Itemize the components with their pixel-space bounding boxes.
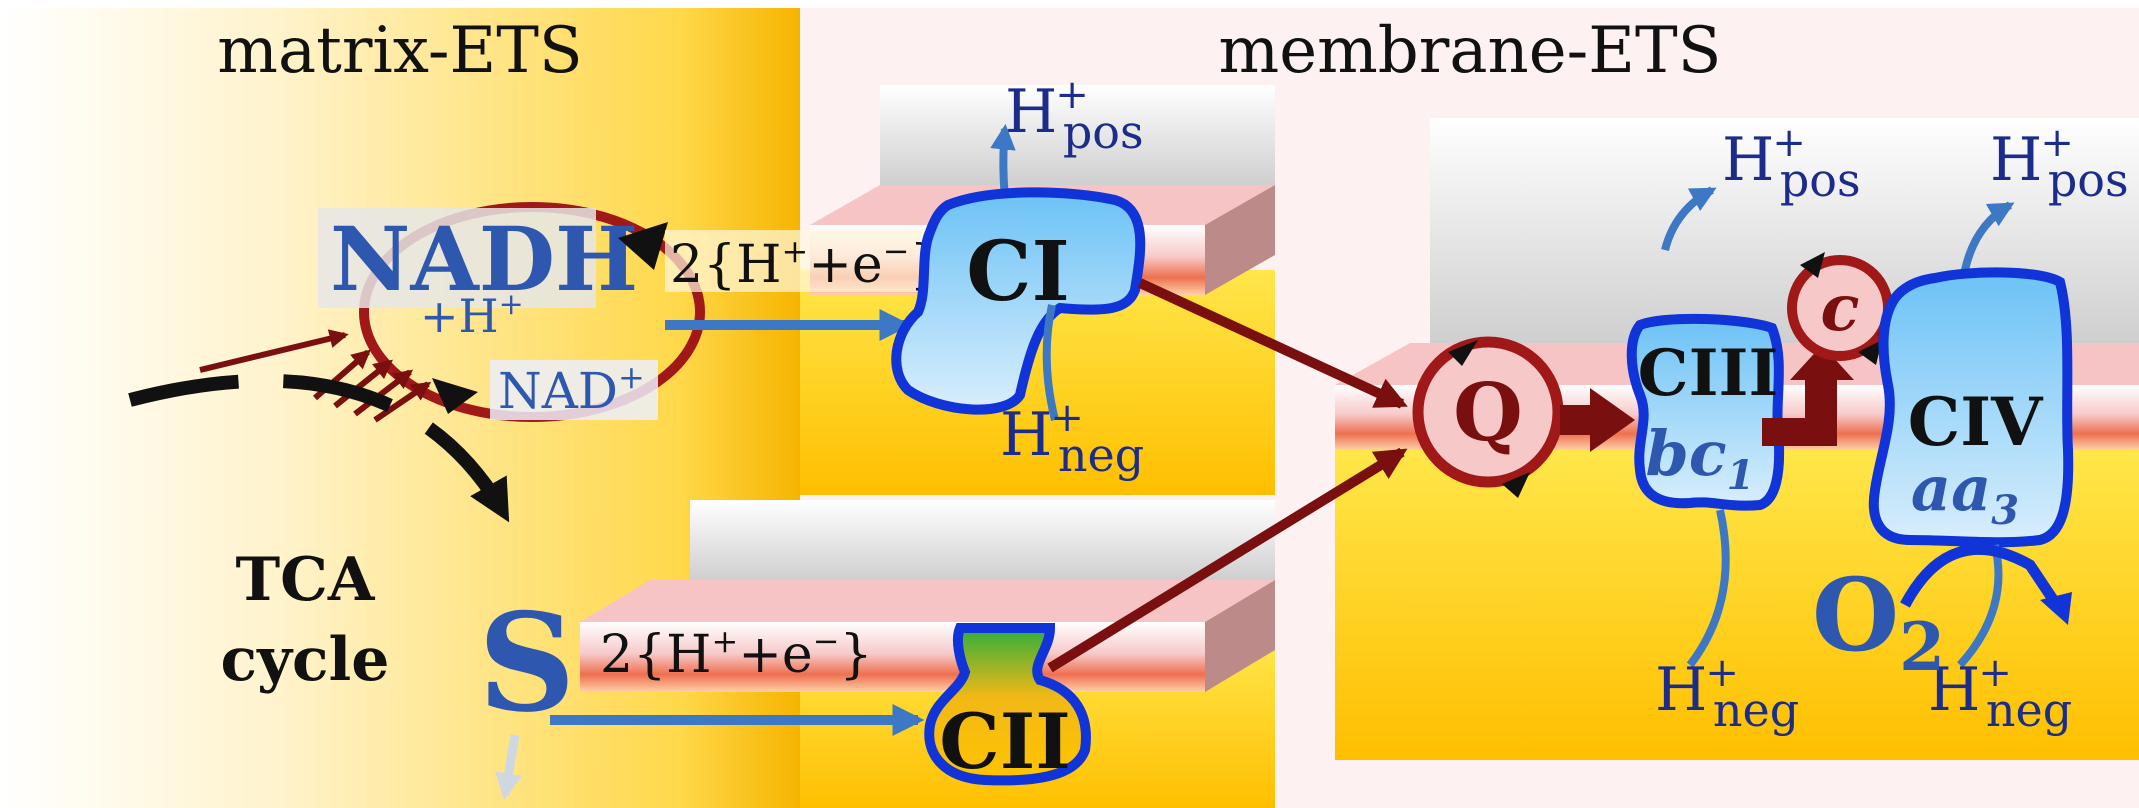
- ci-proton-in-arrow: [1042, 304, 1059, 421]
- cytochrome-c: c: [1787, 252, 1893, 365]
- aa3-label: aa3: [1911, 452, 2019, 534]
- ci-label: CI: [966, 224, 1070, 320]
- ciii-to-c-arrow: [1762, 345, 1854, 446]
- tca-label-line1: TCA: [236, 545, 376, 615]
- ciii-proton-out-arrow: [1661, 186, 1717, 252]
- complex-iii: CIII bc1: [1626, 186, 1785, 668]
- o2-reduction-arrow: [1900, 543, 2065, 614]
- feed-arrow: [373, 381, 432, 423]
- succinate-down-arrow: [495, 734, 522, 801]
- q-circle: [1412, 336, 1564, 488]
- civ-h-neg-label: H+neg: [1928, 650, 2072, 737]
- ciii-proton-in-arrow: [1686, 509, 1730, 668]
- q-label: Q: [1453, 365, 1523, 459]
- plus-h-label: +H: [420, 289, 499, 343]
- electron-pair-label-ci: 2{H++e−}: [670, 232, 943, 295]
- ciii-h-pos-label: H+pos: [1722, 120, 1861, 207]
- bc1-label: bc1: [1646, 417, 1755, 499]
- complex-i: CI: [891, 123, 1146, 421]
- o2-label: O2: [1812, 556, 1945, 686]
- ciii-shape: [1626, 313, 1785, 511]
- civ-shape: [1868, 267, 2074, 548]
- nad-cycle-arrowhead: [432, 378, 478, 414]
- feed-arrow: [199, 329, 349, 373]
- complex-iv: CIV aa3: [1868, 201, 2074, 668]
- nad-label: NAD: [498, 362, 618, 420]
- ci-to-q-arrow: [1137, 278, 1408, 409]
- cii-to-q-arrow: [1047, 447, 1408, 673]
- feed-arrow: [353, 369, 414, 417]
- ciii-h-neg-label: H+neg: [1655, 650, 1799, 737]
- c-label: c: [1821, 271, 1860, 346]
- ubiquinone-q: Q: [1412, 336, 1564, 498]
- ci-shape: [891, 187, 1146, 415]
- tca-cycle-arc: [128, 373, 512, 523]
- civ-proton-out-arrow: [1961, 201, 2015, 271]
- ci-h-neg-label: H+neg: [1000, 395, 1144, 482]
- svg-text:NAD+: NAD+: [498, 358, 645, 420]
- civ-h-pos-label: H+pos: [1990, 120, 2129, 207]
- ciii-label: CIII: [1638, 336, 1779, 411]
- tca-label-line2: cycle: [221, 625, 390, 695]
- feed-arrow: [333, 359, 393, 409]
- cii-shape: [924, 623, 1091, 786]
- membrane-ets-title: membrane-ETS: [1219, 14, 1722, 88]
- matrix-ets-title: matrix-ETS: [217, 14, 582, 88]
- q-to-ciii-arrow: [1560, 388, 1635, 452]
- nadh-cycle-arrowhead: [618, 222, 668, 270]
- nadh-cycle: NADH +H+ NAD+: [199, 202, 705, 423]
- svg-text:+H+: +H+: [420, 287, 524, 343]
- nadh-label: NADH: [330, 207, 638, 311]
- ci-h-pos-label: H+pos: [1005, 72, 1144, 159]
- cii-label: CII: [939, 697, 1071, 786]
- electron-pair-label-cii: 2{H++e−}: [600, 622, 873, 685]
- civ-label: CIV: [1908, 383, 2044, 461]
- civ-proton-in-arrow: [1957, 544, 2003, 668]
- complex-ii: CII: [924, 623, 1091, 786]
